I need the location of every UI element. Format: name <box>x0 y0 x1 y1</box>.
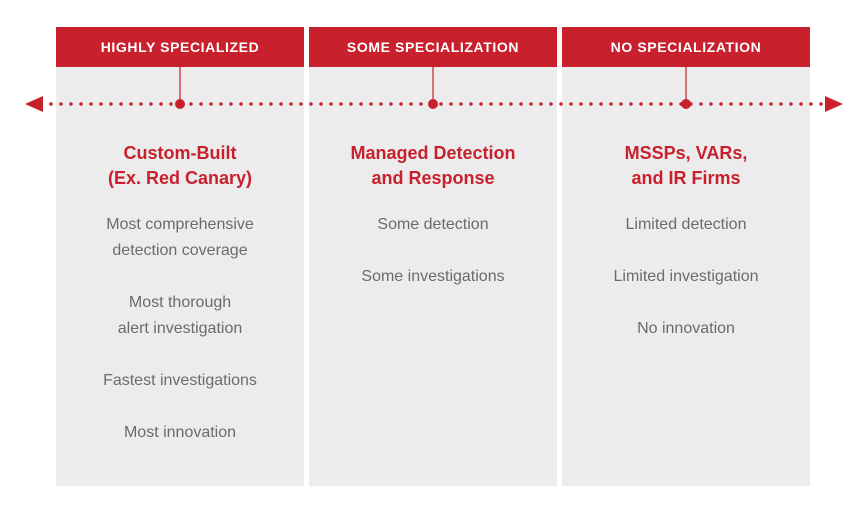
column-item: Most innovation <box>123 424 237 441</box>
columns-container: HIGHLY SPECIALIZED Custom-Built (Ex. Red… <box>56 27 810 486</box>
connector-dot-icon <box>175 99 185 109</box>
arrow-right-icon <box>825 96 843 112</box>
column-item: Some detection <box>377 216 489 233</box>
column-item: Most thorough alert investigation <box>117 294 243 337</box>
column-header: HIGHLY SPECIALIZED <box>56 27 304 67</box>
column-header: SOME SPECIALIZATION <box>309 27 557 67</box>
connector-line <box>685 67 687 106</box>
column-title: Custom-Built (Ex. Red Canary) <box>107 143 253 188</box>
column-item: Fastest investigations <box>103 372 257 389</box>
axis-connector <box>56 67 304 109</box>
column-some-specialization: SOME SPECIALIZATION Managed Detection an… <box>309 27 557 486</box>
column-item: Most comprehensive detection coverage <box>106 216 254 259</box>
axis-connector <box>562 67 810 109</box>
axis-connector <box>309 67 557 109</box>
column-item: Limited investigation <box>613 268 759 285</box>
column-header: NO SPECIALIZATION <box>562 27 810 67</box>
column-title: MSSPs, VARs, and IR Firms <box>624 143 748 188</box>
column-no-specialization: NO SPECIALIZATION MSSPs, VARs, and IR Fi… <box>562 27 810 486</box>
column-title: Managed Detection and Response <box>350 143 516 188</box>
column-item: Limited detection <box>625 216 747 233</box>
connector-line <box>432 67 434 106</box>
connector-dot-icon <box>681 99 691 109</box>
column-item: Some investigations <box>361 268 505 285</box>
connector-line <box>179 67 181 106</box>
arrow-left-icon <box>25 96 43 112</box>
column-highly-specialized: HIGHLY SPECIALIZED Custom-Built (Ex. Red… <box>56 27 304 486</box>
column-item: No innovation <box>637 320 735 337</box>
connector-dot-icon <box>428 99 438 109</box>
